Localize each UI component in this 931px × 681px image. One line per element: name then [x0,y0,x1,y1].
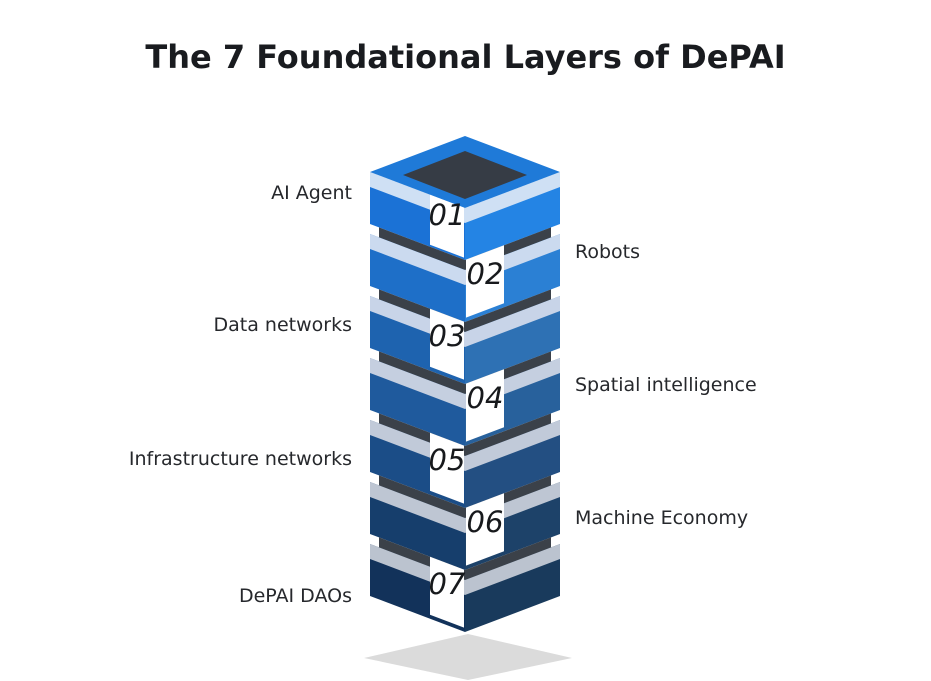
layer-label-infrastructure-networks: Infrastructure networks [128,448,352,470]
layer-label-data-networks: Data networks [213,314,352,336]
layer-number: 02 [467,257,504,291]
layer-number: 05 [429,443,466,477]
layer-gap-shadow [379,289,551,335]
layer-number-strip [430,308,464,380]
layer-label-ai-agent: AI Agent [271,182,352,204]
layer-number: 01 [429,198,466,232]
ground-shadow [364,634,572,680]
layer-label-spatial-intelligence: Spatial intelligence [575,374,757,396]
layer-number: 06 [467,505,504,539]
layer-number: 03 [429,319,466,353]
layer-band-right [465,420,560,471]
layer-number-strip [466,369,504,442]
layer-band-left [370,358,465,409]
layer-band-right [465,296,560,347]
layer-label-depai-daos: DePAI DAOs [238,585,352,607]
layer-gap-shadow [379,537,551,583]
layer-band-right [465,172,560,223]
layer-number-strip [466,245,504,318]
layer-number-strip [430,194,464,258]
layer-label-machine-economy: Machine Economy [575,507,749,529]
layer-gap-shadow [379,475,551,521]
layer-number-strip [466,493,504,566]
layer-band-left [370,482,465,533]
layer-band-left [370,234,465,285]
page-title: The 7 Foundational Layers of DePAI [145,38,786,76]
layer-gap-shadow [379,413,551,459]
tower-top-opening [403,151,527,199]
layer-number-strip [430,432,464,504]
layer-band-right [465,544,560,595]
layer-number: 04 [467,381,504,415]
layer-number-strip [430,556,464,628]
layer-label-robots: Robots [575,241,641,263]
layer-gap-shadow [379,227,551,273]
layer-gap-shadow [379,351,551,397]
layer-number: 07 [429,567,466,601]
